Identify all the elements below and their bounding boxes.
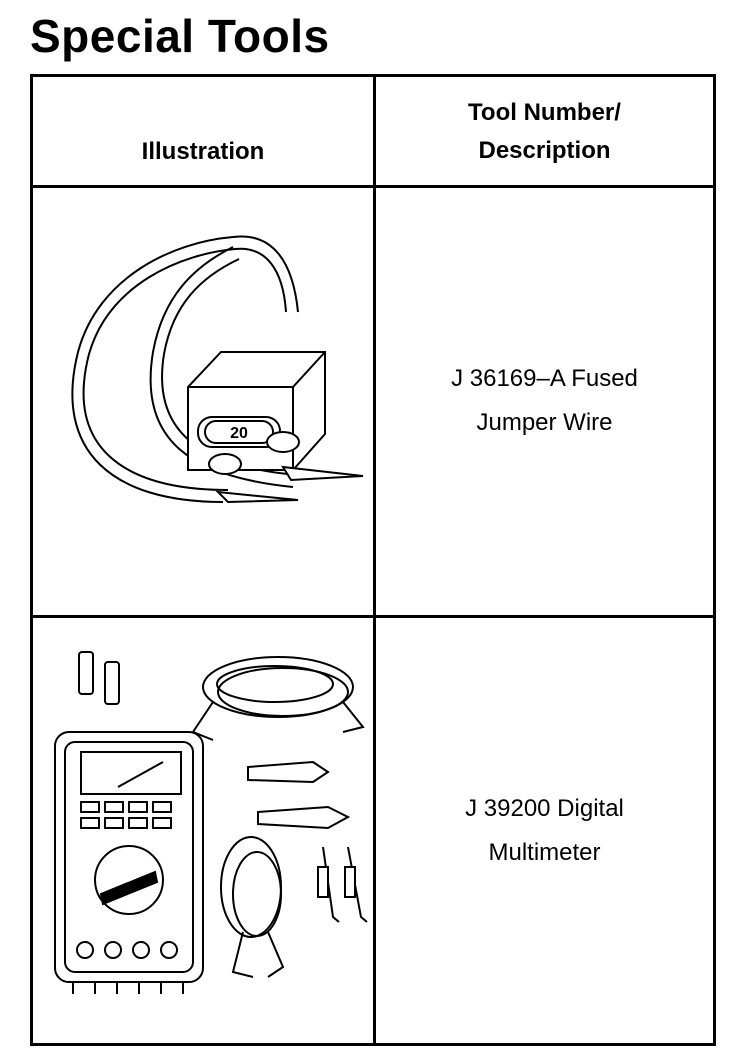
row-1-desc-line1: J 36169–A Fused	[451, 365, 638, 392]
row-2-desc-line1: J 39200 Digital	[465, 795, 624, 822]
fuse-label: 20	[230, 425, 248, 442]
row-1-description: J 36169–A Fused Jumper Wire	[376, 357, 713, 445]
header-tool-number-line1: Tool Number/	[468, 99, 621, 126]
row-1-desc-line2: Jumper Wire	[476, 409, 613, 436]
digital-multimeter-illustration	[54, 651, 368, 994]
header-divider	[33, 185, 713, 188]
header-tool-number: Tool Number/ Description	[376, 94, 713, 170]
column-divider	[373, 77, 376, 1043]
header-illustration: Illustration	[141, 138, 265, 165]
page-title: Special Tools	[30, 10, 330, 62]
row-2-description: J 39200 Digital Multimeter	[376, 787, 713, 875]
fused-jumper-wire-illustration: 20	[71, 235, 364, 504]
row-2-desc-line2: Multimeter	[488, 839, 601, 866]
special-tools-table: Illustration Tool Number/ Description	[30, 74, 716, 1046]
header-tool-number-line2: Description	[478, 137, 611, 164]
row-divider	[33, 615, 713, 618]
